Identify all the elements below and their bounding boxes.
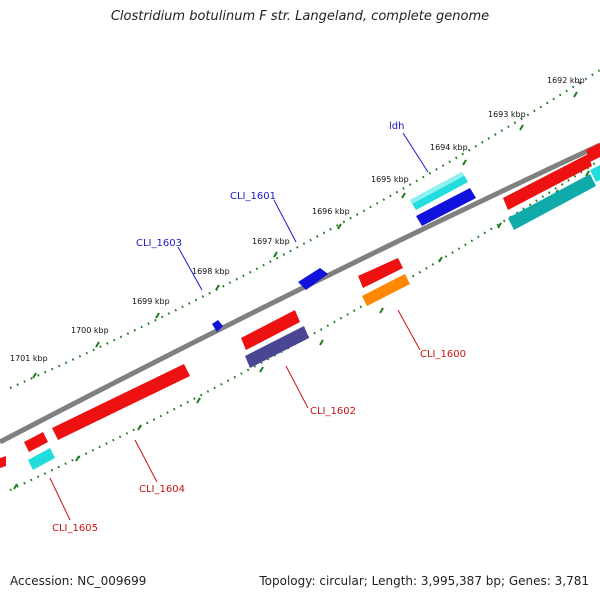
topology-stats-text: Topology: circular; Length: 3,995,387 bp… [259,574,589,588]
kbp-label: 1697 kbp [252,237,290,246]
inner-tick-ring [9,159,600,491]
gene-cli1605[interactable] [28,448,55,470]
gene-red-left-edge[interactable] [0,456,6,468]
kbp-label: 1700 kbp [71,326,109,335]
gene-red-reverse-1[interactable] [358,258,403,288]
kbp-label: 1696 kbp [312,207,350,216]
kbp-label: 1695 kbp [371,175,409,184]
outer-major-ticks [32,91,578,379]
outer-tick-ring [9,69,600,390]
kbp-label: 1694 kbp [430,143,468,152]
gene-cli1604[interactable] [52,364,190,440]
gene-cli1600[interactable] [362,274,410,306]
accession-text: Accession: NC_009699 [10,574,147,588]
gene-cli1603[interactable] [212,320,223,332]
kbp-label: 1692 kbp [547,76,585,85]
leader-lines [49,132,429,521]
kbp-label: 1693 kbp [488,110,526,119]
gene-highlight [410,172,464,204]
gene-red-reverse-2[interactable] [241,310,300,350]
kbp-label: 1698 kbp [192,267,230,276]
gene-red-edge[interactable] [586,143,600,162]
gene-label-cli1600: CLI_1600 [420,349,466,360]
gene-label-cli1602: CLI_1602 [310,406,356,417]
kbp-label: 1699 kbp [132,297,170,306]
genome-backbone [0,142,600,445]
gene-label-cli1604: CLI_1604 [139,484,185,495]
gene-red-forward-right[interactable] [503,154,592,210]
gene-red-small[interactable] [24,432,48,452]
gene-label-ldh: ldh [389,121,404,132]
gene-blue-forward[interactable] [416,188,476,226]
gene-label-cli1605: CLI_1605 [52,523,98,534]
gene-cyan-edge[interactable] [590,165,600,182]
gene-label-cli1603: CLI_1603 [136,238,182,249]
gene-label-cli1601: CLI_1601 [230,191,276,202]
kbp-label: 1701 kbp [10,354,48,363]
gene-teal-reverse[interactable] [508,174,596,230]
map-title: Clostridium botulinum F str. Langeland, … [110,9,490,24]
gene-cli1602[interactable] [245,326,309,368]
gene-cli1601[interactable] [298,268,328,290]
